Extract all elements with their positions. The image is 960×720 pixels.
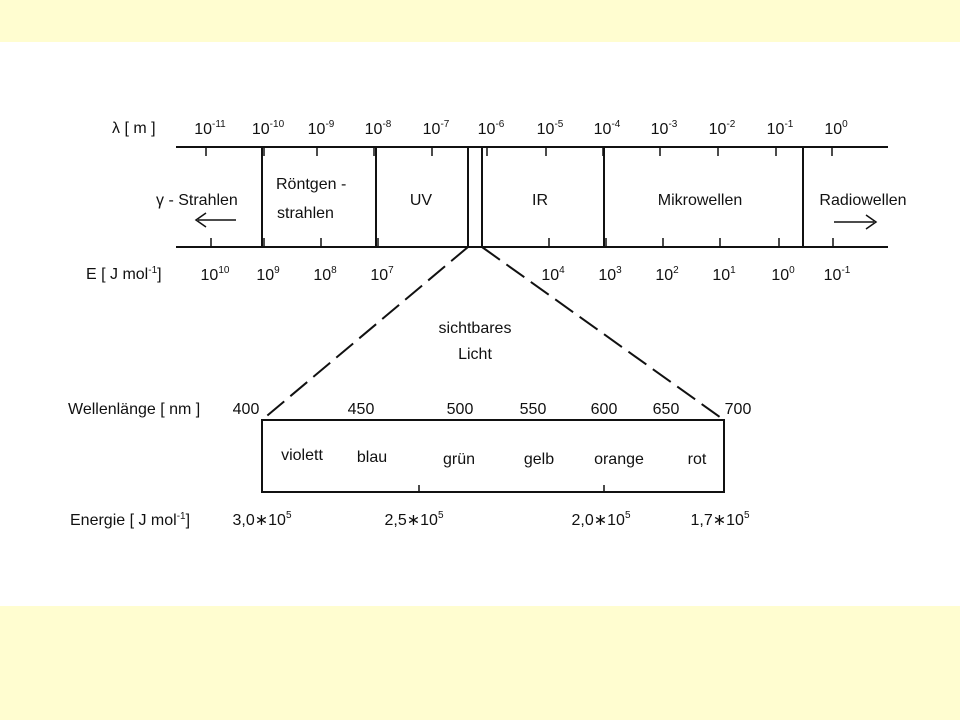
visible-wavelength-tick: 650 <box>653 401 680 418</box>
region-xray-line1: Röntgen - <box>276 176 346 193</box>
region-ir: IR <box>532 192 548 209</box>
energy-tick-label: 10-1 <box>824 265 851 284</box>
wavelength-tick-marks <box>205 147 833 156</box>
visible-wavelength-label: Wellenlänge [ nm ] <box>68 401 200 418</box>
visible-energy-values: 3,0∗105 2,5∗105 2,0∗105 1,7∗105 <box>232 510 749 529</box>
wavelength-tick-label: 10-8 <box>365 119 392 138</box>
visible-wavelength-ticks: 400 450 500 550 600 650 700 <box>233 401 752 418</box>
region-uv: UV <box>410 192 433 209</box>
region-gamma: γ - Strahlen <box>156 192 238 209</box>
energy-tick-label: 108 <box>313 265 337 284</box>
zoom-line-right <box>481 246 725 421</box>
energy-tick-label: 102 <box>655 265 679 284</box>
wavelength-tick-label: 10-4 <box>594 119 621 138</box>
wavelength-tick-labels: 10-11 10-10 10-9 10-8 10-7 10-6 10-5 10-4 10-3 10… <box>194 119 848 138</box>
wavelength-tick-label: 10-1 <box>767 119 794 138</box>
energy-tick-label: 104 <box>541 265 565 284</box>
wavelength-tick-label: 100 <box>824 119 848 138</box>
visible-energy-value: 2,0∗105 <box>571 510 630 529</box>
visible-color-labels: violett blau grün gelb orange rot <box>281 447 707 468</box>
wavelength-tick-label: 10-3 <box>651 119 678 138</box>
top-band <box>0 0 960 42</box>
wavelength-tick-label: 10-6 <box>478 119 505 138</box>
arrow-left-icon <box>194 212 236 228</box>
energy-tick-label: 101 <box>712 265 736 284</box>
visible-wavelength-tick: 500 <box>447 401 474 418</box>
energy-tick-label: 109 <box>256 265 280 284</box>
wavelength-label: λ [ m ] <box>112 120 156 137</box>
visible-energy-label: Energie [ J mol-1] <box>70 511 190 529</box>
zoom-line-left <box>261 246 469 421</box>
energy-tick-label: 103 <box>598 265 622 284</box>
energy-tick-label: 100 <box>771 265 795 284</box>
color-label: rot <box>688 451 707 468</box>
color-label: blau <box>357 449 387 466</box>
wavelength-tick-label: 10-9 <box>308 119 335 138</box>
visible-light-label-line2: Licht <box>458 346 492 363</box>
visible-light-label-line1: sichtbares <box>439 320 512 337</box>
color-label: grün <box>443 451 475 468</box>
region-xray-line2: strahlen <box>277 205 334 222</box>
wavelength-tick-label: 10-5 <box>537 119 564 138</box>
color-label: violett <box>281 447 323 464</box>
visible-energy-value: 1,7∗105 <box>690 510 749 529</box>
bottom-band <box>0 606 960 720</box>
energy-tick-label: 107 <box>370 265 394 284</box>
visible-energy-value: 3,0∗105 <box>232 510 291 529</box>
wavelength-tick-label: 10-7 <box>423 119 450 138</box>
visible-wavelength-tick: 600 <box>591 401 618 418</box>
visible-wavelength-tick: 700 <box>725 401 752 418</box>
energy-tick-marks <box>210 238 834 247</box>
color-label: orange <box>594 451 644 468</box>
arrow-right-icon <box>834 214 878 230</box>
region-microwave: Mikrowellen <box>658 192 742 209</box>
energy-tick-label: 1010 <box>201 265 230 284</box>
color-label: gelb <box>524 451 554 468</box>
region-radio: Radiowellen <box>819 192 906 209</box>
visible-spectrum-box <box>261 419 725 493</box>
visible-wavelength-tick: 400 <box>233 401 260 418</box>
diagram-panel <box>0 42 960 606</box>
wavelength-tick-label: 10-10 <box>252 119 285 138</box>
visible-wavelength-tick: 550 <box>520 401 547 418</box>
visible-wavelength-tick: 450 <box>348 401 375 418</box>
energy-tick-labels: 1010 109 108 107 104 103 102 101 100 10-1 <box>201 265 851 284</box>
energy-label: E [ J mol-1] <box>86 265 162 283</box>
wavelength-tick-label: 10-11 <box>194 119 226 138</box>
wavelength-tick-label: 10-2 <box>709 119 736 138</box>
visible-energy-value: 2,5∗105 <box>384 510 443 529</box>
